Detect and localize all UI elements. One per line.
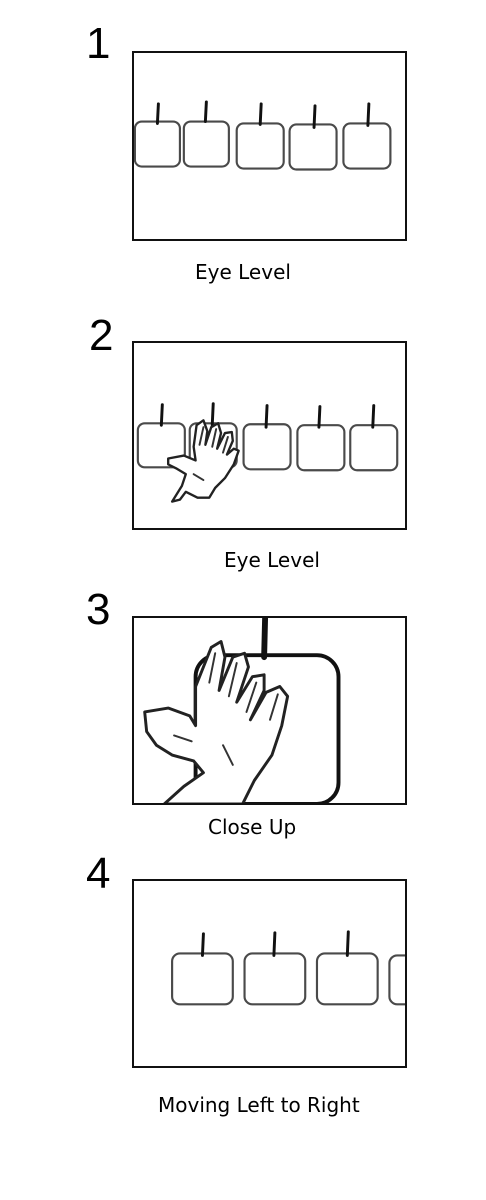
box-icon (242, 404, 292, 471)
panel-2-frame (132, 341, 407, 530)
panel-1-frame (132, 51, 407, 241)
box-icon (315, 930, 379, 1006)
panel-3-caption: Close Up (208, 815, 297, 839)
box-icon (235, 102, 285, 170)
box-icon (296, 405, 346, 472)
panel-1-caption: Eye Level (195, 260, 291, 284)
box-icon (171, 932, 234, 1006)
box-icon (136, 403, 186, 469)
box-icon (182, 100, 230, 168)
panel-4-number: 4 (86, 849, 111, 898)
panel-2-drawing (136, 402, 399, 503)
panel-3-frame (132, 616, 407, 805)
box-icon (134, 102, 182, 168)
panel-1-drawing (134, 100, 392, 171)
panel-2-number: 2 (89, 311, 114, 360)
box-icon (342, 102, 392, 170)
hand-icon (167, 419, 240, 503)
panel-4-frame (132, 879, 407, 1068)
box-icon (388, 954, 405, 1006)
panel-4-caption: Moving Left to Right (158, 1093, 360, 1117)
panel-3-number: 3 (86, 585, 111, 634)
box-icon (349, 404, 399, 472)
panel-4-drawing (171, 930, 405, 1006)
panel-3-drawing (143, 618, 341, 803)
box-icon (243, 931, 307, 1006)
panel-2-caption: Eye Level (224, 548, 320, 572)
hand-icon (143, 640, 290, 803)
panel-1-number: 1 (86, 19, 111, 68)
box-icon (288, 104, 338, 171)
